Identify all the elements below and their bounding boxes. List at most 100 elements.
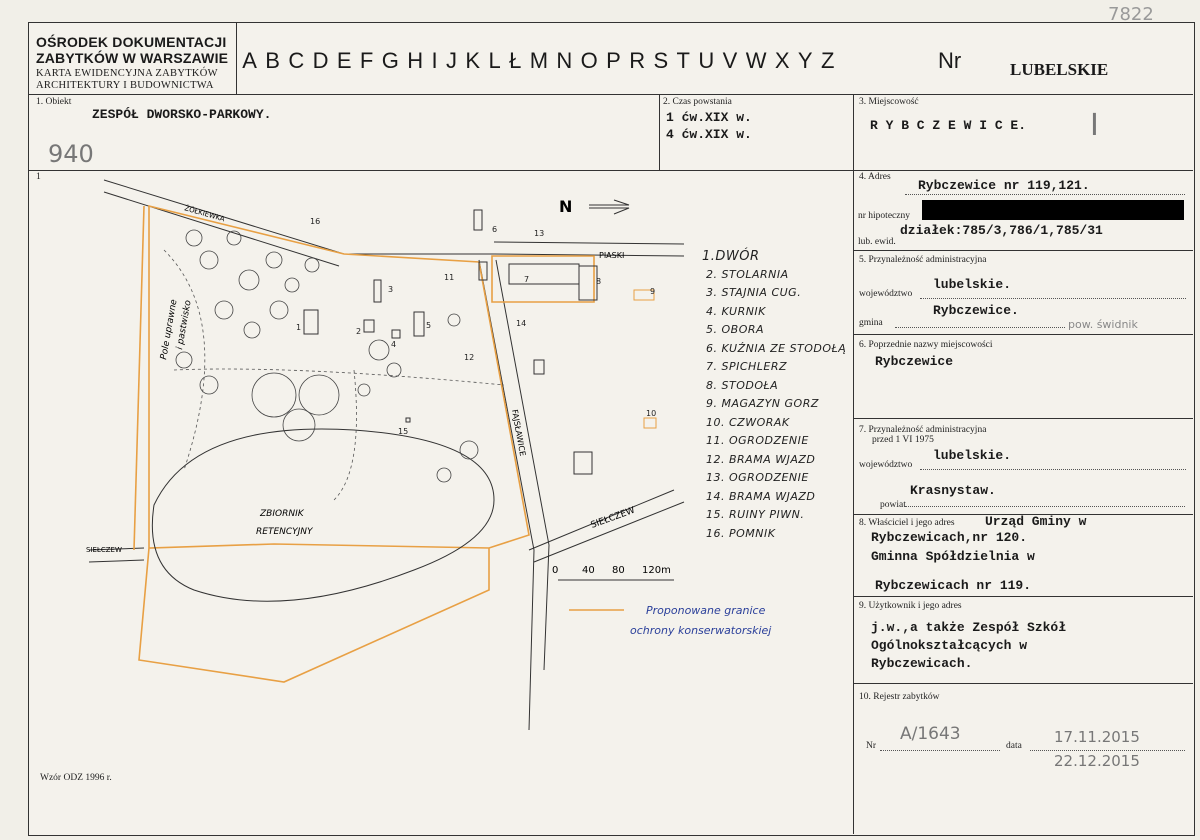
legend-item: 7. SPICHLERZ	[706, 360, 788, 373]
num-5: 5	[426, 321, 431, 330]
map-field-label: 1	[36, 172, 41, 182]
protection-legend-1: Proponowane granice	[646, 604, 766, 617]
index-letter: O	[580, 48, 598, 73]
uzytkownik-line3: Rybczewicach.	[871, 656, 973, 671]
scale-40: 40	[582, 565, 595, 576]
index-letter: S	[653, 48, 669, 73]
index-letter: X	[774, 48, 790, 73]
num-10: 10	[646, 409, 656, 418]
powiat-label: powiat	[880, 500, 906, 510]
index-letter: T	[676, 48, 690, 73]
legend-item: 6. KUŹNIA ZE STODOŁĄ	[706, 341, 847, 355]
gmina-value: Rybczewice.	[933, 303, 1019, 318]
field-label-1: Pole uprawne	[159, 298, 180, 360]
card-type-line2: ARCHITEKTURY I BUDOWNICTWA	[36, 80, 214, 91]
adres-value: Rybczewice nr 119,121.	[918, 178, 1090, 193]
form-template-note: Wzór ODZ 1996 r.	[40, 773, 112, 783]
obiekt-handwritten-number: 940	[48, 140, 94, 168]
wojewodztwo-1975-value: lubelskie.	[933, 448, 1012, 463]
num-14: 14	[516, 319, 526, 328]
legend-item: 4. KURNIK	[706, 304, 766, 318]
rejestr-nr-label: Nr	[866, 741, 877, 751]
index-letter: P	[606, 48, 621, 73]
scale-0: 0	[552, 565, 558, 576]
index-letter: M	[529, 48, 549, 73]
protection-boundary	[138, 204, 530, 683]
index-letter: L	[488, 48, 501, 73]
legend-item: 3. STAJNIA CUG.	[706, 286, 802, 299]
num-4: 4	[391, 340, 396, 349]
park-trees	[175, 229, 479, 483]
nr-label: Nr	[938, 48, 962, 73]
poprzednie-nazwy-label: 6. Poprzednie nazwy miejscowości	[859, 340, 993, 350]
obiekt-value: ZESPÓŁ DWORSKO-PARKOWY.	[92, 107, 272, 122]
num-11: 11	[444, 273, 454, 282]
wojewodztwo-1975-label: województwo	[859, 460, 913, 470]
rejestr-data-label: data	[1006, 741, 1022, 751]
legend-item: 1.DWÓR	[702, 249, 760, 264]
num-1: 1	[296, 323, 301, 332]
wlasciciel-line1: Urząd Gminy w	[985, 514, 1087, 529]
num-3: 3	[388, 285, 393, 294]
uzytkownik-line1: j.w.,a także Zespół Szkół	[871, 620, 1067, 635]
legend-item: 2. STOLARNIA	[706, 267, 789, 281]
index-letter: G	[381, 48, 399, 73]
legend-item: 8. STODOŁA	[706, 378, 779, 392]
rejestr-data-value1: 17.11.2015	[1054, 728, 1140, 746]
corner-number: 7822	[1108, 4, 1154, 25]
num-9: 9	[650, 287, 655, 296]
wlasciciel-label: 8. Właściciel i jego adres	[859, 518, 955, 528]
north-arrow	[589, 199, 630, 215]
index-letter: Y	[797, 48, 813, 73]
num-15: 15	[398, 427, 408, 436]
miejscowosc-handwritten-mark: I	[1090, 108, 1099, 143]
index-letter: Ł	[509, 48, 522, 73]
wlasciciel-line3: Gminna Spółdzielnia w	[871, 549, 1035, 564]
index-letter: F	[359, 48, 374, 73]
rejestr-data-value2: 22.12.2015	[1054, 752, 1140, 770]
czas-line2: 4 ćw.XIX w.	[666, 127, 752, 142]
road-piaski	[493, 241, 685, 257]
przynaleznosc-label: 5. Przynależność administracyjna	[859, 255, 987, 265]
site-plan-map: N 0 40 80 120m ŻÓŁKIEWKA PIASKI FAJSŁAWI…	[86, 179, 772, 730]
building-numbers: 1 2 3 4 5 6 7 8 9 10 11 12 13 14 15 16	[296, 217, 656, 436]
wlasciciel-line4: Rybczewicach nr 119.	[875, 578, 1032, 593]
legend-item: 9. MAGAZYN GORZ	[706, 397, 819, 410]
reservoir-label-1: ZBIORNIK	[259, 509, 305, 519]
num-12: 12	[464, 353, 474, 362]
obiekt-label: 1. Obiekt	[36, 97, 72, 107]
road-label-sielczew: SIEŁCZEW	[590, 506, 637, 531]
org-name-line2: ZABYTKÓW W WARSZAWIE	[36, 50, 229, 66]
num-2: 2	[356, 327, 361, 336]
road-fajslawice	[478, 259, 550, 730]
redacted-block	[922, 200, 1184, 220]
building-dwor	[303, 309, 319, 335]
index-letter: J	[446, 48, 457, 73]
index-letter: E	[336, 48, 352, 73]
index-letter: C	[288, 48, 305, 73]
wojewodztwo-value: lubelskie.	[933, 277, 1012, 292]
przynaleznosc-1975-sublabel: przed 1 VI 1975	[872, 435, 934, 445]
registration-card	[28, 22, 1195, 836]
legend-item: 16. POMNIK	[706, 526, 776, 540]
wojewodztwo-label: województwo	[859, 289, 913, 299]
index-letter: Z	[820, 48, 835, 73]
index-letter: H	[407, 48, 424, 73]
index-letter: B	[265, 48, 280, 73]
num-6: 6	[492, 225, 497, 234]
index-letter: N	[556, 48, 573, 73]
index-letter: K	[465, 48, 481, 73]
poprzednie-nazwy-value: Rybczewice	[875, 354, 954, 369]
gmina-label: gmina	[859, 318, 883, 328]
miejscowosc-value: R Y B C Z E W I C E.	[870, 118, 1027, 133]
region-name: LUBELSKIE	[1010, 60, 1109, 79]
index-letter: W	[745, 48, 767, 73]
powiat-value: Krasnystaw.	[910, 483, 996, 498]
ewid-value: działek:785/3,786/1,785/31	[900, 223, 1103, 238]
index-letter: I	[431, 48, 438, 73]
legend-item: 14. BRAMA WJAZD	[706, 489, 816, 503]
card-type-line1: KARTA EWIDENCYJNA ZABYTKÓW	[36, 68, 218, 79]
index-letter: U	[698, 48, 715, 73]
legend-item: 13. OGRODZENIE	[706, 471, 809, 484]
